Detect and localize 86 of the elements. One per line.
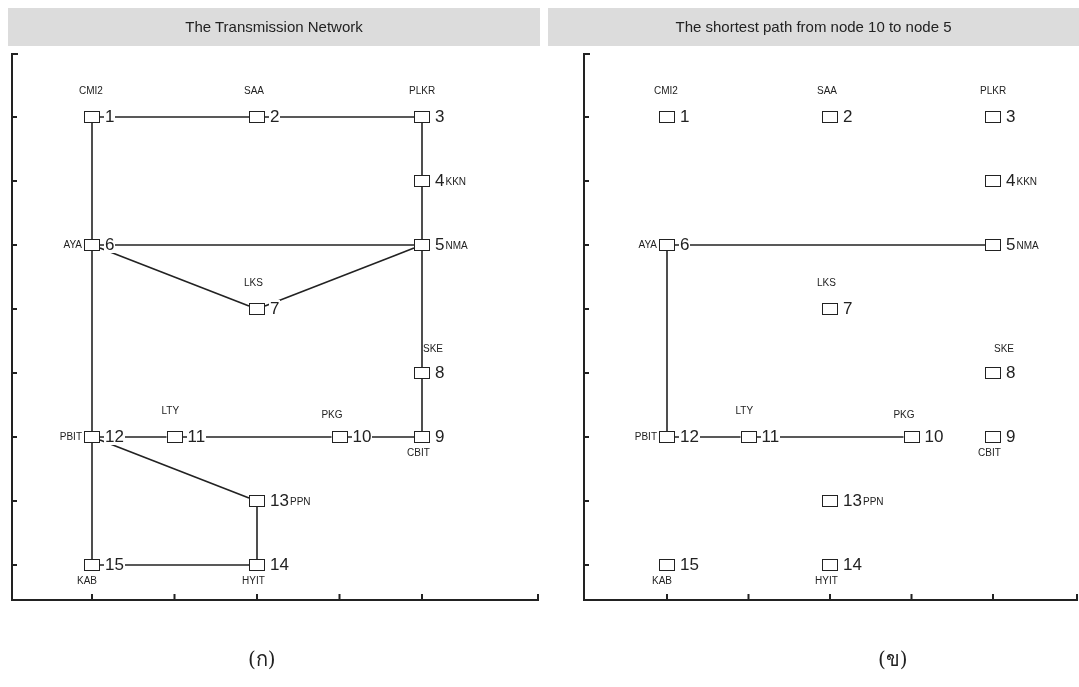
node-number: 6 bbox=[104, 236, 116, 253]
station-code: NMA bbox=[445, 241, 468, 251]
node-number: 12 bbox=[104, 428, 125, 445]
station-code: SAA bbox=[817, 86, 837, 96]
panel-caption: (ก) bbox=[248, 646, 276, 673]
connector-line bbox=[674, 436, 742, 438]
connector-line bbox=[264, 116, 415, 118]
station-code: HYIT bbox=[242, 576, 265, 586]
connector-line bbox=[99, 244, 415, 246]
node-number: 7 bbox=[842, 300, 854, 317]
station-code: SKE bbox=[423, 344, 443, 354]
node-number: 3 bbox=[1005, 108, 1017, 125]
station-code: PBIT bbox=[59, 432, 82, 442]
panel-title: The Transmission Network bbox=[8, 8, 540, 46]
connector-line bbox=[256, 506, 258, 560]
station-code: AYA bbox=[638, 240, 657, 250]
station-code: HYIT bbox=[815, 576, 838, 586]
connector-line bbox=[99, 564, 250, 566]
panel-caption: (ข) bbox=[878, 646, 908, 673]
node-number: 1 bbox=[679, 108, 691, 125]
station-code: PKG bbox=[321, 410, 343, 420]
connector-line bbox=[91, 122, 93, 240]
node-number: 12 bbox=[679, 428, 700, 445]
node-number: 8 bbox=[434, 364, 446, 381]
node-number: 9 bbox=[434, 428, 446, 445]
station-code: CBIT bbox=[978, 448, 1001, 458]
station-code: CMI2 bbox=[654, 86, 678, 96]
node-number: 14 bbox=[269, 556, 290, 573]
node-number: 15 bbox=[679, 556, 700, 573]
panel-title: The shortest path from node 10 to node 5 bbox=[548, 8, 1079, 46]
node-number: 9 bbox=[1005, 428, 1017, 445]
connector-line bbox=[421, 122, 423, 176]
connector-line bbox=[181, 436, 333, 438]
station-code: LTY bbox=[161, 406, 180, 416]
node-number: 14 bbox=[842, 556, 863, 573]
connector-line bbox=[264, 247, 415, 307]
node-number: 13 bbox=[269, 492, 290, 509]
connector-line bbox=[91, 250, 93, 432]
connector-line bbox=[755, 436, 905, 438]
connector-line bbox=[421, 250, 423, 368]
node-number: 6 bbox=[679, 236, 691, 253]
station-code: CBIT bbox=[407, 448, 430, 458]
connector-line bbox=[99, 247, 250, 307]
station-code: KKN bbox=[445, 177, 467, 187]
station-code: LTY bbox=[735, 406, 754, 416]
node-number: 2 bbox=[842, 108, 854, 125]
station-code: KAB bbox=[652, 576, 672, 586]
station-code: PKG bbox=[893, 410, 915, 420]
node-number: 1 bbox=[104, 108, 116, 125]
node-number: 15 bbox=[104, 556, 125, 573]
connector-line bbox=[421, 378, 423, 432]
connector-line bbox=[99, 439, 250, 499]
node-number: 11 bbox=[186, 428, 207, 445]
node-number: 5 bbox=[434, 236, 446, 253]
station-code: PLKR bbox=[409, 86, 436, 96]
node-number: 2 bbox=[269, 108, 281, 125]
node-number: 7 bbox=[269, 300, 281, 317]
station-code: SAA bbox=[244, 86, 264, 96]
connector-line bbox=[421, 186, 423, 240]
station-code: SKE bbox=[994, 344, 1014, 354]
node-number: 4 bbox=[1005, 172, 1017, 189]
connector-line bbox=[91, 442, 93, 560]
connector-line bbox=[99, 116, 250, 118]
station-code: PLKR bbox=[980, 86, 1007, 96]
node-number: 3 bbox=[434, 108, 446, 125]
node-number: 10 bbox=[923, 428, 945, 445]
connector-line bbox=[674, 244, 986, 246]
node-number: 11 bbox=[760, 428, 781, 445]
node-number: 5 bbox=[1005, 236, 1017, 253]
station-code: KAB bbox=[77, 576, 97, 586]
station-code: LKS bbox=[817, 278, 836, 288]
station-code: AYA bbox=[63, 240, 82, 250]
node-number: 4 bbox=[434, 172, 446, 189]
connector-line bbox=[346, 436, 415, 438]
node-number: 8 bbox=[1005, 364, 1017, 381]
station-code: PBIT bbox=[634, 432, 657, 442]
station-code: PPN bbox=[290, 497, 311, 507]
station-code: PPN bbox=[863, 497, 884, 507]
connector-line bbox=[99, 436, 168, 438]
station-code: KKN bbox=[1016, 177, 1038, 187]
node-number: 13 bbox=[842, 492, 863, 509]
station-code: CMI2 bbox=[79, 86, 103, 96]
station-code: NMA bbox=[1016, 241, 1039, 251]
connector-line bbox=[666, 250, 668, 432]
station-code: LKS bbox=[244, 278, 263, 288]
node-number: 10 bbox=[351, 428, 373, 445]
